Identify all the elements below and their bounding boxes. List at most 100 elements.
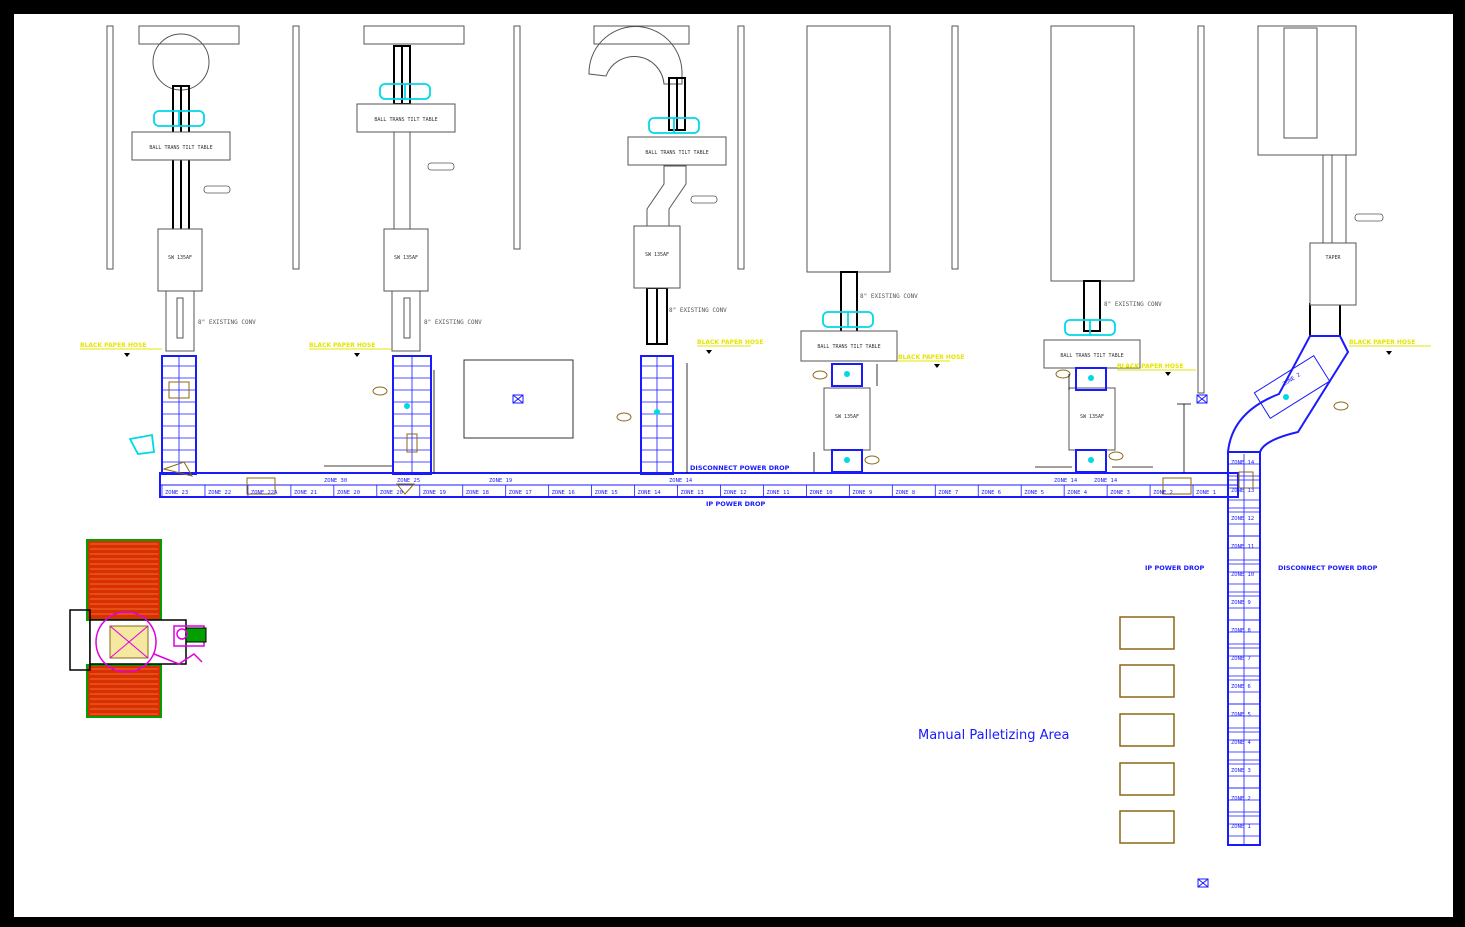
tilt-table-2-label: BALL TRANS TILT TABLE — [374, 117, 437, 123]
top-zone-label: ZONE 14 — [669, 478, 693, 484]
vertical-zone-label: ZONE 1 — [1231, 824, 1251, 830]
top-zone-label: ZONE 30 — [324, 478, 347, 484]
main-zone-label: ZONE 12 — [723, 490, 746, 496]
tilt-table-3-label: BALL TRANS TILT TABLE — [645, 150, 708, 156]
vertical-zone-label: ZONE 2 — [1231, 796, 1251, 802]
existing-conv-label: 8" EXISTING CONV — [198, 319, 256, 326]
drawing-sheet: BALL TRANS TILT TABLE BALL TRANS TILT TA… — [14, 14, 1453, 917]
ballast-arrows — [124, 350, 1392, 376]
ballast-label: BLACK PAPER HOSE — [80, 342, 146, 349]
vertical-zone-label: ZONE 6 — [1231, 684, 1251, 690]
main-zone-label: ZONE 10 — [809, 490, 832, 496]
top-zone-label: ZONE 14 — [1094, 478, 1118, 484]
vertical-zone-label: ZONE 9 — [1231, 600, 1251, 606]
ballast-label: BLACK PAPER HOSE — [898, 354, 964, 361]
top-zone-label: ZONE 19 — [489, 478, 512, 484]
existing-conv-labels: 8" EXISTING CONV 8" EXISTING CONV 8" EXI… — [198, 293, 1162, 326]
main-zone-label: ZONE 11 — [766, 490, 789, 496]
conveyor-system — [159, 335, 1350, 846]
main-zone-label: ZONE 19 — [423, 490, 446, 496]
ip-power-drop-right-label: IP POWER DROP — [1145, 564, 1205, 572]
main-zone-label: ZONE 3 — [1110, 490, 1130, 496]
sw-4-label: SW 135AF — [835, 414, 859, 420]
conveyor-layout-drawing: BALL TRANS TILT TABLE BALL TRANS TILT TA… — [69, 25, 1431, 888]
taper-machine: TAPER — [1309, 242, 1357, 306]
main-zone-label: ZONE 7 — [938, 490, 958, 496]
taper-label: TAPER — [1325, 255, 1341, 261]
tilt-table-3: BALL TRANS TILT TABLE — [627, 136, 727, 166]
main-zone-label: ZONE 23 — [165, 490, 188, 496]
ballast-label: BLACK PAPER HOSE — [1117, 363, 1183, 370]
ip-power-drop-label: IP POWER DROP — [706, 500, 766, 508]
sw-machine-5: SW 135AF — [1068, 387, 1116, 451]
sw-machine-3: SW 135AF — [633, 225, 681, 289]
manual-palletizing-area-label: Manual Palletizing Area — [918, 728, 1070, 743]
main-zone-label: ZONE 16 — [552, 490, 575, 496]
cyan-devices — [128, 83, 1116, 455]
main-zone-label: ZONE 22 — [208, 490, 231, 496]
sw-2-label: SW 135AF — [394, 255, 418, 261]
sw-1-label: SW 135AF — [168, 255, 192, 261]
vertical-zone-label: ZONE 4 — [1231, 740, 1252, 746]
vertical-zone-label: ZONE 7 — [1231, 656, 1251, 662]
top-zone-label: ZONE 14 — [1054, 478, 1078, 484]
main-zone-label: ZONE 2 — [1153, 490, 1173, 496]
main-zone-labels: ZONE 23 ZONE 22 ZONE 22A ZONE 21 ZONE 20 ZONE… — [161, 485, 1216, 497]
disconnect-power-drop-label: DISCONNECT POWER DROP — [690, 464, 790, 472]
disconnect-power-drop-right-label: DISCONNECT POWER DROP — [1278, 564, 1378, 572]
main-zone-label: ZONE 5 — [1024, 490, 1044, 496]
main-zone-label: ZONE 6 — [981, 490, 1001, 496]
vertical-zone-label: ZONE 5 — [1231, 712, 1251, 718]
vertical-zone-label: ZONE 10 — [1231, 572, 1254, 578]
ballast-labels: BLACK PAPER HOSE BLACK PAPER HOSE BLACK … — [80, 339, 1415, 370]
main-zone-label: ZONE 15 — [595, 490, 618, 496]
main-zone-label: ZONE 21 — [294, 490, 317, 496]
existing-conv-label: 8" EXISTING CONV — [669, 307, 727, 314]
existing-conv-label: 8" EXISTING CONV — [860, 293, 918, 300]
top-zone-label: ZONE 25 — [397, 478, 420, 484]
main-zone-label: ZONE 20 — [380, 490, 403, 496]
feed-belts — [172, 45, 1341, 345]
conveyor-sensors — [404, 371, 1289, 463]
main-zone-label: ZONE 18 — [466, 490, 489, 496]
vertical-zone-label: ZONE 14 — [1231, 460, 1255, 466]
ballast-underlines — [80, 345, 1431, 371]
existing-conv-label: 8" EXISTING CONV — [424, 319, 482, 326]
top-zone-labels: ZONE 30 ZONE 25 ZONE 19 ZONE 14 ZONE 14 ZONE … — [324, 478, 1118, 484]
ballast-label: BLACK PAPER HOSE — [697, 339, 763, 346]
vertical-zone-label: ZONE 12 — [1231, 516, 1254, 522]
sw-machine-4: SW 135AF — [823, 387, 871, 451]
dimension-lines — [324, 363, 1191, 473]
sw-5-label: SW 135AF — [1080, 414, 1104, 420]
existing-machinery — [106, 25, 1357, 394]
main-zone-label: ZONE 20 — [337, 490, 360, 496]
main-zone-label: ZONE 1 — [1196, 490, 1216, 496]
part-tags — [203, 162, 1384, 222]
tilt-table-1-label: BALL TRANS TILT TABLE — [149, 145, 212, 151]
vertical-zone-label: ZONE 3 — [1231, 768, 1251, 774]
tilt-table-5-label: BALL TRANS TILT TABLE — [1060, 353, 1123, 359]
equipment-box — [463, 359, 574, 439]
main-zone-label: ZONE 17 — [509, 490, 532, 496]
main-zone-label: ZONE 9 — [852, 490, 872, 496]
main-zone-label: ZONE 22A — [251, 490, 278, 496]
existing-conv-label: 8" EXISTING CONV — [1104, 301, 1162, 308]
column-markers — [1196, 394, 1209, 888]
robot-palletizer-cell — [69, 539, 207, 718]
main-zone-label: ZONE 14 — [638, 490, 662, 496]
curve-zone-label: ZONE 2 — [1282, 372, 1302, 388]
main-zone-label: ZONE 4 — [1067, 490, 1088, 496]
ballast-label: BLACK PAPER HOSE — [309, 342, 375, 349]
vertical-zone-label: ZONE 8 — [1231, 628, 1251, 634]
main-zone-label: ZONE 8 — [895, 490, 915, 496]
sw-machine-2: SW 135AF — [383, 228, 429, 292]
tilt-table-4-label: BALL TRANS TILT TABLE — [817, 344, 880, 350]
sw-3-label: SW 135AF — [645, 252, 669, 258]
tilt-table-1: BALL TRANS TILT TABLE — [131, 131, 231, 161]
main-zone-label: ZONE 13 — [681, 490, 704, 496]
vertical-zone-label: ZONE 13 — [1231, 488, 1254, 494]
tag-bubbles — [372, 369, 1349, 465]
sw-machine-1: SW 135AF — [157, 228, 203, 292]
ballast-label: BLACK PAPER HOSE — [1349, 339, 1415, 346]
